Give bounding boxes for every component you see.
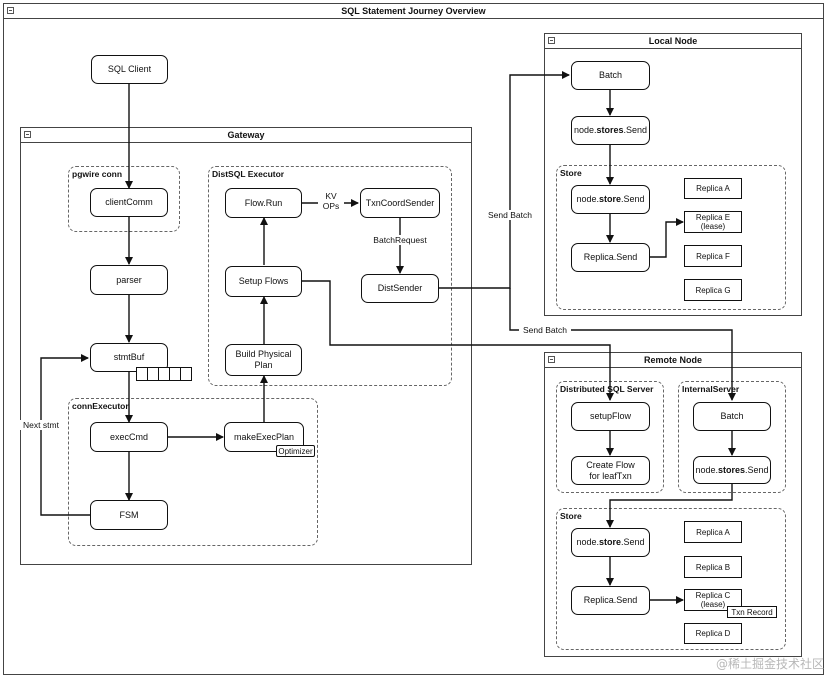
optimizer-tag: Optimizer xyxy=(276,445,315,457)
remote-store-send-pre: node. xyxy=(576,537,599,547)
send-batch-label-1: Send Batch xyxy=(484,210,536,220)
setup-flow-node[interactable]: setupFlow xyxy=(571,402,650,431)
local-stores-send-bold: stores xyxy=(596,125,624,135)
kv-ops-label: KV OPs xyxy=(318,191,344,211)
txn-record-tag: Txn Record xyxy=(727,606,777,618)
dist-sender-node[interactable]: DistSender xyxy=(361,274,439,303)
send-batch-label-2: Send Batch xyxy=(519,325,571,335)
local-replica-e-lease[interactable]: Replica E (lease) xyxy=(684,211,742,233)
remote-replica-a[interactable]: Replica A xyxy=(684,521,742,543)
remote-replica-c-lease[interactable]: Replica C (lease) xyxy=(684,589,742,611)
next-stmt-label: Next stmt xyxy=(20,420,62,430)
sql-client-node[interactable]: SQL Client xyxy=(91,55,168,84)
local-store-send-post: .Send xyxy=(621,194,645,204)
local-store-label: Store xyxy=(560,168,582,178)
flow-run-node[interactable]: Flow.Run xyxy=(225,188,302,218)
gateway-title: Gateway xyxy=(21,128,471,143)
dist-sql-server-label: Distributed SQL Server xyxy=(560,384,654,394)
remote-store-send-post: .Send xyxy=(621,537,645,547)
collapse-icon[interactable] xyxy=(7,7,14,14)
local-batch-node[interactable]: Batch xyxy=(571,61,650,90)
watermark: @稀土掘金技术社区 xyxy=(715,657,824,671)
remote-stores-send-bold: stores xyxy=(717,464,745,475)
exec-cmd-node[interactable]: execCmd xyxy=(90,422,168,452)
local-replica-g[interactable]: Replica G xyxy=(684,279,742,301)
remote-batch-node[interactable]: Batch xyxy=(693,402,771,431)
collapse-icon[interactable] xyxy=(24,131,31,138)
remote-store-send-bold: store xyxy=(598,537,621,547)
local-store-send-pre: node. xyxy=(576,194,599,204)
remote-stores-send-pre: node. xyxy=(695,464,718,475)
create-flow-node[interactable]: Create Flow for leafTxn xyxy=(571,456,650,485)
local-stores-send-post: .Send xyxy=(623,125,648,135)
remote-node-title: Remote Node xyxy=(545,353,801,368)
remote-store-label: Store xyxy=(560,511,582,521)
internal-server-label: InternalServer xyxy=(682,384,740,394)
fsm-node[interactable]: FSM xyxy=(90,500,168,530)
setup-flows-node[interactable]: Setup Flows xyxy=(225,266,302,297)
local-stores-send-pre: node. xyxy=(573,125,597,135)
pgwire-conn-group: pgwire conn xyxy=(68,166,180,232)
remote-replica-b[interactable]: Replica B xyxy=(684,556,742,578)
local-replica-send-node[interactable]: Replica.Send xyxy=(571,243,650,272)
local-stores-send-node[interactable]: node.stores.Send xyxy=(571,116,650,145)
collapse-icon[interactable] xyxy=(548,37,555,44)
local-store-send-node[interactable]: node.store.Send xyxy=(571,185,650,214)
remote-stores-send-post: .Send xyxy=(745,464,769,475)
stmt-buf-queue xyxy=(136,367,192,381)
distsql-executor-label: DistSQL Executor xyxy=(212,169,285,179)
build-physical-plan-node[interactable]: Build Physical Plan xyxy=(225,344,302,376)
pgwire-conn-label: pgwire conn xyxy=(72,169,123,179)
local-node-title: Local Node xyxy=(545,34,801,49)
diagram-title: SQL Statement Journey Overview xyxy=(4,4,823,19)
remote-replica-send-node[interactable]: Replica.Send xyxy=(571,586,650,615)
client-comm-node[interactable]: clientComm xyxy=(90,188,168,217)
local-replica-a[interactable]: Replica A xyxy=(684,178,742,199)
local-store-send-bold: store xyxy=(598,194,621,204)
remote-store-send-node[interactable]: node.store.Send xyxy=(571,528,650,557)
local-replica-f[interactable]: Replica F xyxy=(684,245,742,267)
txn-coord-sender-node[interactable]: TxnCoordSender xyxy=(360,188,440,218)
parser-node[interactable]: parser xyxy=(90,265,168,295)
batch-request-label: BatchRequest xyxy=(370,235,430,245)
remote-stores-send-node[interactable]: node.stores.Send xyxy=(693,456,771,484)
collapse-icon[interactable] xyxy=(548,356,555,363)
conn-executor-label: connExecutor xyxy=(72,401,129,411)
remote-replica-d[interactable]: Replica D xyxy=(684,623,742,644)
